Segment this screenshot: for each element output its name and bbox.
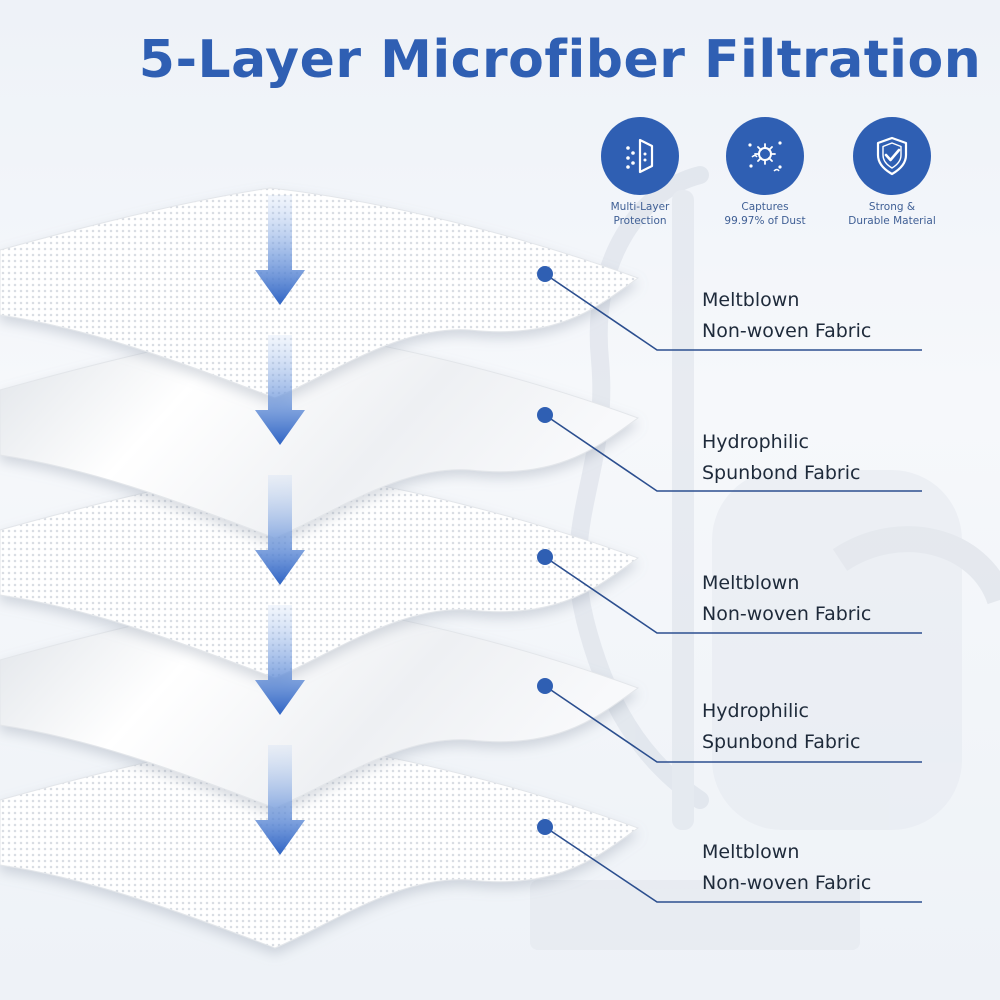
multi-layer-protection-icon — [601, 117, 679, 195]
vacuum-floor-head — [530, 880, 860, 950]
airflow-arrow-1 — [255, 195, 305, 305]
vacuum-cleaner-background — [530, 166, 1000, 950]
airflow-arrow-4 — [255, 605, 305, 715]
shield-check-icon — [853, 117, 931, 195]
leader-line-2 — [544, 414, 922, 492]
vacuum-hose — [569, 166, 709, 809]
badge-label: Captures 99.97% of Dust — [724, 201, 806, 227]
badge-dust-capture: Captures 99.97% of Dust — [700, 117, 830, 228]
airflow-arrow-5 — [255, 745, 305, 855]
leader-line-4 — [544, 685, 922, 763]
airflow-arrow-3 — [255, 475, 305, 585]
leader-line-1 — [544, 273, 922, 351]
vacuum-wand — [672, 190, 694, 830]
vacuum-body — [712, 470, 962, 830]
badge-multi-layer: Multi-Layer Protection — [575, 117, 705, 228]
badge-label: Strong & Durable Material — [848, 201, 936, 227]
leader-dot-5 — [537, 819, 553, 835]
leader-dot-4 — [537, 678, 553, 694]
leader-dot-1 — [537, 266, 553, 282]
filter-layers — [0, 187, 640, 949]
leader-dot-3 — [537, 549, 553, 565]
leader-lines — [537, 266, 922, 903]
leader-line-5 — [544, 826, 922, 903]
airflow-arrow-2 — [255, 335, 305, 445]
airflow-arrows — [255, 195, 305, 855]
leader-line-3 — [544, 556, 922, 634]
vacuum-body-hose — [832, 526, 1000, 605]
page-title: 5-Layer Microfiber Filtration — [138, 30, 982, 90]
badge-strong-durable: Strong & Durable Material — [827, 117, 957, 228]
badge-label: Multi-Layer Protection — [610, 201, 670, 227]
leader-dot-2 — [537, 407, 553, 423]
dust-capture-icon — [726, 117, 804, 195]
